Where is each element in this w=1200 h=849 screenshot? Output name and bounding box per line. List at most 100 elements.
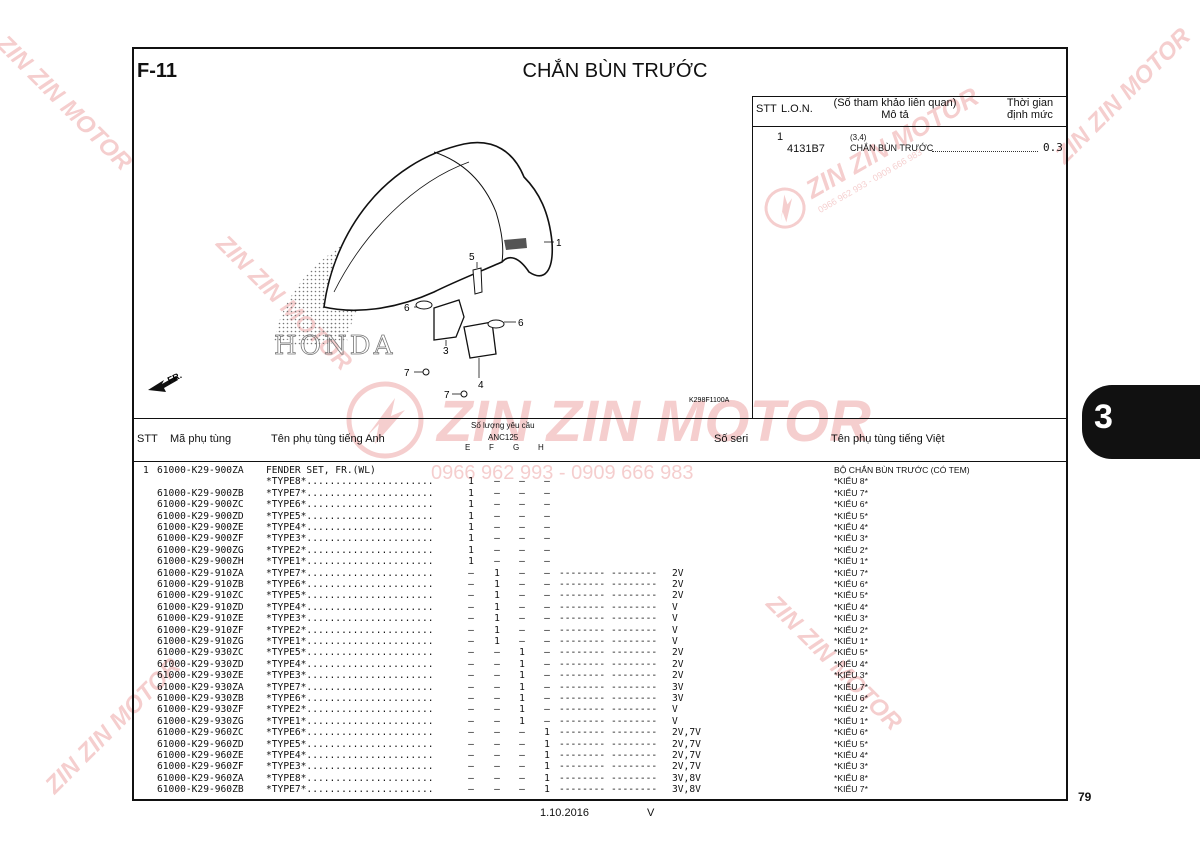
ref-row-lon: 4131B7 xyxy=(787,143,825,155)
row-qty: – xyxy=(468,601,474,613)
row-qty: 1 xyxy=(544,761,550,773)
row-qty: – xyxy=(519,750,525,761)
ref-col-lon: L.O.N. xyxy=(781,103,813,115)
fender-inner-line xyxy=(433,151,504,263)
row-qty: – xyxy=(519,772,525,784)
callout-7-upper: 7 xyxy=(404,368,410,379)
table-row: 61000-K29-930ZC*TYPE5*..................… xyxy=(134,647,1064,658)
row-serial-range: -------- -------- xyxy=(559,601,658,613)
page-frame xyxy=(132,47,1068,801)
row-qty: – xyxy=(519,567,525,579)
row-qty: 1 xyxy=(544,738,550,750)
row-part-number: 61000-K29-960ZC xyxy=(157,727,244,739)
row-name-en: *TYPE2*...................... xyxy=(266,624,434,636)
row-qty: – xyxy=(544,670,550,682)
svg-text:FR.: FR. xyxy=(166,370,183,385)
row-part-number: 61000-K29-930ZB xyxy=(157,693,244,704)
row-qty: – xyxy=(544,636,550,647)
col-qty-title: Số lượng yêu cầu xyxy=(471,421,535,430)
row-qty: – xyxy=(494,681,500,693)
row-serial-range: -------- -------- xyxy=(559,590,658,602)
table-row: *TYPE8*......................1–––*KIỂU 8… xyxy=(134,476,1064,487)
table-row: 61000-K29-930ZE *TYPE3*..................… xyxy=(134,670,1064,681)
row-qty: – xyxy=(544,579,550,590)
row-serial: 2V xyxy=(672,670,684,682)
row-part-number: 61000-K29-960ZA xyxy=(157,772,244,784)
row-serial: 2V,7V xyxy=(672,727,701,739)
row-qty: – xyxy=(519,613,525,625)
row-name-vn: *KIỂU 2* xyxy=(834,544,868,555)
row-qty: – xyxy=(519,487,525,499)
table-row: 61000-K29-910ZE*TYPE3*..................… xyxy=(134,613,1064,624)
row-qty: 1 xyxy=(468,510,474,522)
row-part-number: 61000-K29-900ZD xyxy=(157,510,244,522)
row-qty: – xyxy=(544,715,550,727)
row-name-vn: *KIỂU 6* xyxy=(834,727,868,738)
table-row: 61000-K29-930ZB*TYPE6*..................… xyxy=(134,693,1064,704)
row-name-vn: *KIỂU 6* xyxy=(834,693,868,703)
row-name-en: *TYPE3*...................... xyxy=(266,670,434,682)
table-row: 61000-K29-960ZC*TYPE6*..................… xyxy=(134,727,1064,738)
row-qty: 1 xyxy=(468,533,474,545)
table-row: 61000-K29-900ZB*TYPE7*..................… xyxy=(134,488,1064,499)
row-qty: – xyxy=(519,738,525,750)
row-qty: 1 xyxy=(519,693,525,704)
row-serial: 2V xyxy=(672,658,684,670)
row-serial: 2V,7V xyxy=(672,738,701,750)
row-name-vn: *KIỂU 6* xyxy=(834,499,868,510)
row-qty: – xyxy=(468,704,474,716)
parts-header-divider xyxy=(134,461,1068,462)
row-name-en: *TYPE5*...................... xyxy=(266,647,434,659)
col-serial: Số seri xyxy=(714,433,749,445)
row-qty: – xyxy=(519,522,525,533)
ref-col-desc-1: (Số tham khảo liên quan) xyxy=(833,97,957,109)
row-name-vn: *KIỂU 7* xyxy=(834,784,868,795)
row-qty: – xyxy=(519,624,525,636)
row-name-vn: *KIỂU 2* xyxy=(834,624,868,635)
row-name-en: *TYPE8*...................... xyxy=(266,772,434,784)
row-qty: – xyxy=(544,522,550,533)
table-row: 61000-K29-960ZF *TYPE3*..................… xyxy=(134,761,1064,772)
row-name-en: *TYPE3*...................... xyxy=(266,613,434,625)
row-part-number: 61000-K29-910ZC xyxy=(157,590,244,602)
row-part-number: 61000-K29-930ZE xyxy=(157,670,244,682)
ref-row-stt: 1 xyxy=(777,131,784,143)
row-serial-range: -------- -------- xyxy=(559,681,658,693)
row-qty: – xyxy=(494,715,500,727)
row-qty: – xyxy=(468,715,474,727)
row-qty: – xyxy=(494,750,500,761)
ref-col-desc-2: Mô tả xyxy=(881,109,909,121)
row-part-number: 61000-K29-960ZF xyxy=(157,761,244,773)
ref-row-desc: CHẮN BÙN TRƯỚC xyxy=(850,143,934,153)
row-qty: – xyxy=(494,670,500,682)
watermark-brand: ZIN ZIN MOTOR xyxy=(0,30,137,177)
row-serial-range: -------- -------- xyxy=(559,624,658,636)
footer-date: 1.10.2016 xyxy=(540,807,589,819)
row-qty: – xyxy=(519,556,525,568)
table-row: 61000-K29-900ZC*TYPE6*..................… xyxy=(134,499,1064,510)
row-serial-range: -------- -------- xyxy=(559,727,658,739)
row-name-vn: *KIỂU 6* xyxy=(834,579,868,589)
row-qty: – xyxy=(468,761,474,773)
table-row: 61000-K29-910ZB*TYPE6*..................… xyxy=(134,579,1064,590)
row-qty: – xyxy=(468,567,474,579)
row-name-en: *TYPE4*...................... xyxy=(266,750,434,761)
fender-tip xyxy=(504,238,527,250)
row-qty: – xyxy=(468,624,474,636)
row-qty: – xyxy=(519,476,525,488)
fender-part xyxy=(323,141,554,312)
row-qty: 1 xyxy=(544,727,550,739)
col-name-vn: Tên phụ tùng tiếng Việt xyxy=(831,433,945,445)
callout-1: 1 xyxy=(556,238,562,249)
row-serial-range: -------- -------- xyxy=(559,613,658,625)
bracket-left-part xyxy=(433,299,465,341)
row-qty: 1 xyxy=(519,681,525,693)
row-serial-range: -------- -------- xyxy=(559,647,658,659)
row-serial-range: -------- -------- xyxy=(559,715,658,727)
row-name-en: *TYPE3*...................... xyxy=(266,761,434,773)
row-part-number: 61000-K29-930ZG xyxy=(157,715,244,727)
row-serial: 2V xyxy=(672,567,684,579)
front-arrow-icon: FR. xyxy=(148,370,183,392)
col-variant-f: F xyxy=(489,443,494,452)
row-name-vn: *KIỂU 1* xyxy=(834,715,868,726)
